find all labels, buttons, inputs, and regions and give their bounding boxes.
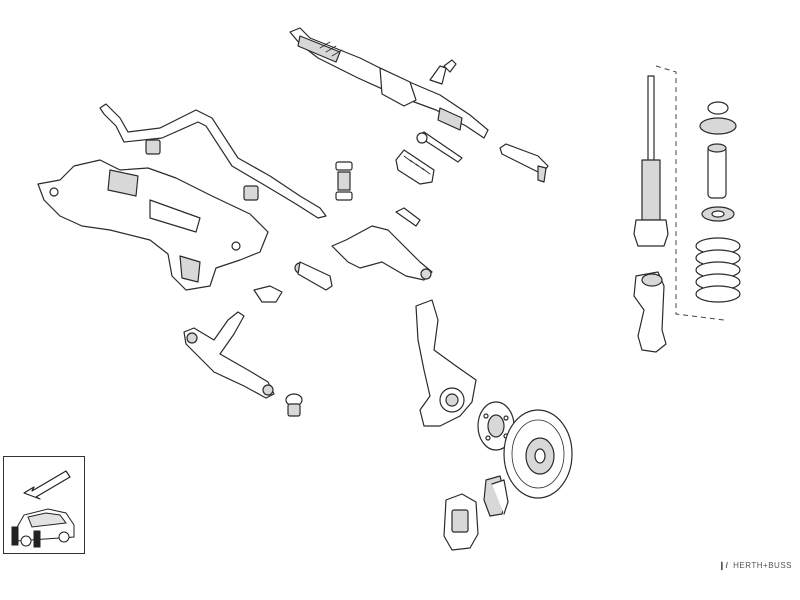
upper-control-arm [294,207,433,291]
direction-arrow-icon [23,470,71,500]
steering-knuckle [415,299,477,427]
front-subframe [37,159,269,291]
brake-disc [503,409,573,499]
wheel-hub [477,401,515,451]
brand-name: HERTH+BUSS [733,561,792,570]
car-front-axle-icon [11,508,75,548]
orientation-inset [3,456,85,554]
brand-mark-icon: ❙/ [718,561,729,570]
steering-rack [289,27,489,139]
strut-mount [699,101,737,222]
tie-rod-end [499,143,549,183]
stabilizer-bar [99,103,327,219]
leader-line [655,65,725,321]
lower-control-arm [183,311,275,399]
inner-tie-rod [416,131,463,163]
spring-fork [633,271,667,353]
shock-absorber [633,75,669,247]
brake-pads [483,475,509,517]
ball-joint [253,285,303,417]
brake-caliper [443,493,479,551]
dust-boot [707,143,727,199]
stabilizer-link [335,161,353,201]
steering-boot [395,149,435,185]
coil-spring [695,237,741,303]
brand-logo: ❙/ HERTH+BUSS [718,561,792,570]
